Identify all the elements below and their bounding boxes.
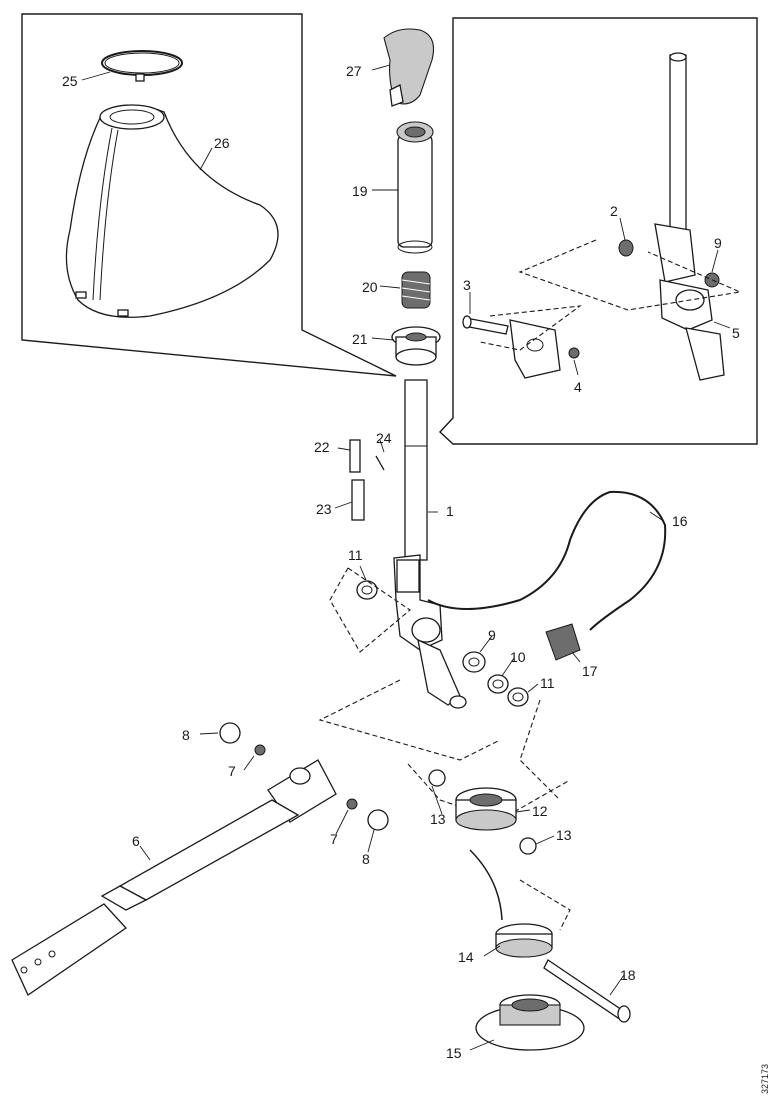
connector-17	[545, 623, 581, 661]
label-9-top: 9	[714, 235, 722, 251]
label-22: 22	[314, 439, 330, 455]
label-18: 18	[620, 967, 636, 983]
label-8-top: 8	[182, 727, 190, 743]
label-3: 3	[463, 277, 471, 293]
cable-16	[427, 490, 667, 631]
label-26: 26	[214, 135, 230, 151]
label-13: 13	[556, 827, 572, 843]
pin-22	[349, 439, 361, 473]
label-27: 27	[346, 63, 362, 79]
left-inset-boot-detail	[21, 13, 397, 377]
label-24: 24	[376, 430, 392, 446]
callout-labels: 25 26 27 19 20 21 22 24 23 1 2 9 3 5 4 1…	[62, 63, 740, 1061]
sleeve-19	[397, 134, 433, 248]
label-4: 4	[574, 379, 582, 395]
parking-brake-handle-6	[11, 722, 389, 996]
gear-knob-27	[383, 28, 435, 105]
label-15: 15	[446, 1045, 462, 1061]
lower-base-assembly	[428, 769, 631, 1051]
label-7-top: 7	[228, 763, 236, 779]
label-25: 25	[62, 73, 78, 89]
cap-21	[391, 326, 441, 366]
label-leaders	[81, 64, 663, 1051]
shift-lever-assembly	[318, 28, 667, 931]
label-8: 8	[362, 851, 370, 867]
label-7: 7	[330, 831, 338, 847]
label-11: 11	[540, 675, 555, 691]
label-9: 9	[488, 627, 496, 643]
label-1: 1	[446, 503, 454, 519]
label-6: 6	[132, 833, 140, 849]
label-14: 14	[458, 949, 474, 965]
spring-20	[401, 271, 431, 309]
reference-code: 327173	[760, 1064, 770, 1094]
label-13-left: 13	[430, 811, 446, 827]
lever-tube-1	[404, 379, 428, 561]
label-11-top: 11	[348, 547, 363, 563]
label-10: 10	[510, 649, 526, 665]
label-21: 21	[352, 331, 368, 347]
label-19: 19	[352, 183, 368, 199]
label-2: 2	[610, 203, 618, 219]
label-23: 23	[316, 501, 332, 517]
label-12: 12	[532, 803, 548, 819]
gear-boot-26	[65, 105, 279, 318]
label-17: 17	[582, 663, 598, 679]
label-16: 16	[672, 513, 688, 529]
right-inset-lock-detail	[439, 17, 758, 445]
label-5: 5	[732, 325, 740, 341]
label-20: 20	[362, 279, 378, 295]
